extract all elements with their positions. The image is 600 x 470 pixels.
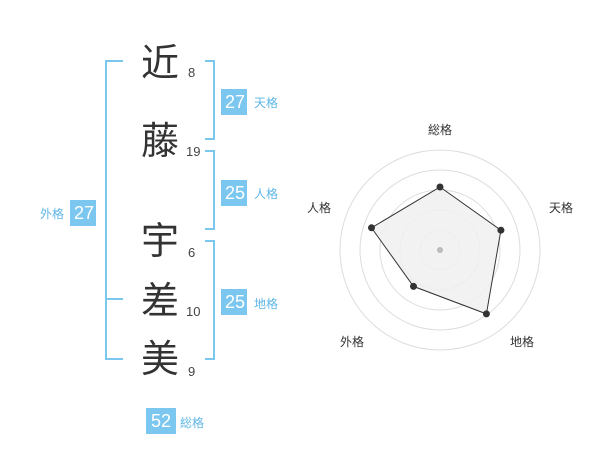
tenkaku-bracket-bottom xyxy=(205,138,215,140)
name-char-5: 美 xyxy=(140,337,179,381)
gaikaku-bracket-bottom xyxy=(105,358,123,360)
name-char-3: 宇 xyxy=(140,219,179,263)
radar-axis-label-soukaku: 総格 xyxy=(428,123,453,137)
stroke-count-5: 9 xyxy=(188,364,196,379)
tenkaku-bracket-top xyxy=(205,60,215,62)
chikaku-label: 地格 xyxy=(254,297,279,311)
tenkaku-bracket-vertical xyxy=(213,60,215,140)
soukaku-value-badge: 52 xyxy=(146,408,176,434)
jinkaku-bracket-vertical xyxy=(213,150,215,230)
chikaku-bracket-top xyxy=(205,240,215,242)
radar-axis-label-chikaku: 地格 xyxy=(510,335,535,349)
jinkaku-bracket-bottom xyxy=(205,228,215,230)
radar-center-dot xyxy=(437,247,443,253)
stroke-count-3: 6 xyxy=(188,245,196,260)
gaikaku-bracket-top xyxy=(105,60,123,62)
radar-point-5 xyxy=(368,224,375,232)
radar-point-3 xyxy=(482,310,490,318)
chikaku-bracket-vertical xyxy=(213,240,215,360)
radar-axis-label-tenkaku: 天格 xyxy=(549,201,574,215)
radar-point-4 xyxy=(410,282,417,290)
radar-point-2 xyxy=(497,226,505,234)
chikaku-value-badge: 25 xyxy=(221,289,247,315)
radar-grid-ring-1 xyxy=(359,169,521,331)
stroke-count-2: 19 xyxy=(186,144,201,159)
name-char-2: 藤 xyxy=(140,119,179,163)
gaikaku-label: 外格 xyxy=(40,207,65,221)
stroke-count-4: 10 xyxy=(186,304,201,319)
radar-point-1 xyxy=(436,183,444,191)
name-char-4: 差 xyxy=(140,279,179,323)
gaikaku-value-badge: 27 xyxy=(70,200,96,226)
gaikaku-bracket-middle xyxy=(105,298,123,300)
name-char-1: 近 xyxy=(140,41,179,85)
radar-data-polygon xyxy=(370,186,502,315)
jinkaku-value-badge: 25 xyxy=(221,180,247,206)
tenkaku-value-badge: 27 xyxy=(221,89,247,115)
chikaku-bracket-bottom xyxy=(205,358,215,360)
jinkaku-label: 人格 xyxy=(254,187,279,201)
tenkaku-label: 天格 xyxy=(254,96,279,110)
soukaku-label: 総格 xyxy=(180,416,205,430)
stroke-count-1: 8 xyxy=(188,65,196,80)
radar-chart xyxy=(339,149,541,351)
radar-axis-label-gaikaku: 外格 xyxy=(340,335,365,349)
jinkaku-bracket-top xyxy=(205,150,215,152)
gaikaku-bracket-vertical xyxy=(105,60,107,360)
radar-axis-label-jinkaku: 人格 xyxy=(307,201,332,215)
